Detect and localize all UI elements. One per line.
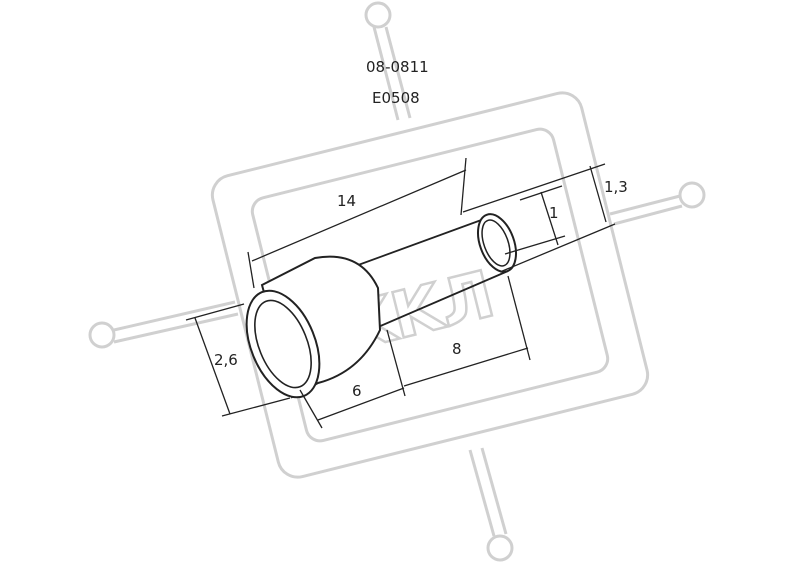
dimension-tube-outer-diameter: 1,3 — [462, 163, 628, 273]
tube-top-edge — [349, 214, 496, 269]
dimension-inner-diameter-label: 1 — [549, 204, 559, 222]
sleeve-front-inner — [254, 299, 312, 389]
dimension-tube-length-label: 8 — [452, 340, 462, 358]
model-code: E0508 — [372, 89, 420, 107]
tube-bottom-edge — [377, 270, 509, 328]
tube-end-inner — [481, 219, 511, 267]
ferrule-part — [245, 213, 517, 399]
watermark: KKЛ — [88, 1, 706, 562]
dimension-sleeve-length: 6 — [299, 329, 406, 429]
dimension-tube-length: 8 — [403, 275, 531, 387]
watermark-pin-top — [364, 1, 392, 29]
watermark-pin-right — [678, 181, 706, 209]
watermark-pin-left — [88, 321, 116, 349]
article-number: 08-0811 — [366, 58, 429, 76]
tube-end-outer — [477, 213, 517, 273]
dimension-sleeve-diameter: 2,6 — [185, 303, 291, 417]
dimension-sleeve-diameter-label: 2,6 — [214, 351, 238, 369]
watermark-pin-bottom — [486, 534, 514, 562]
watermark-outer-frame — [210, 91, 650, 479]
dimension-total-length: 14 — [247, 157, 467, 289]
dimension-sleeve-length-label: 6 — [352, 382, 362, 400]
dimension-inner-diameter: 1 — [504, 185, 566, 255]
dimension-total-length-label: 14 — [337, 192, 356, 210]
dimension-tube-outer-diameter-label: 1,3 — [604, 178, 628, 196]
